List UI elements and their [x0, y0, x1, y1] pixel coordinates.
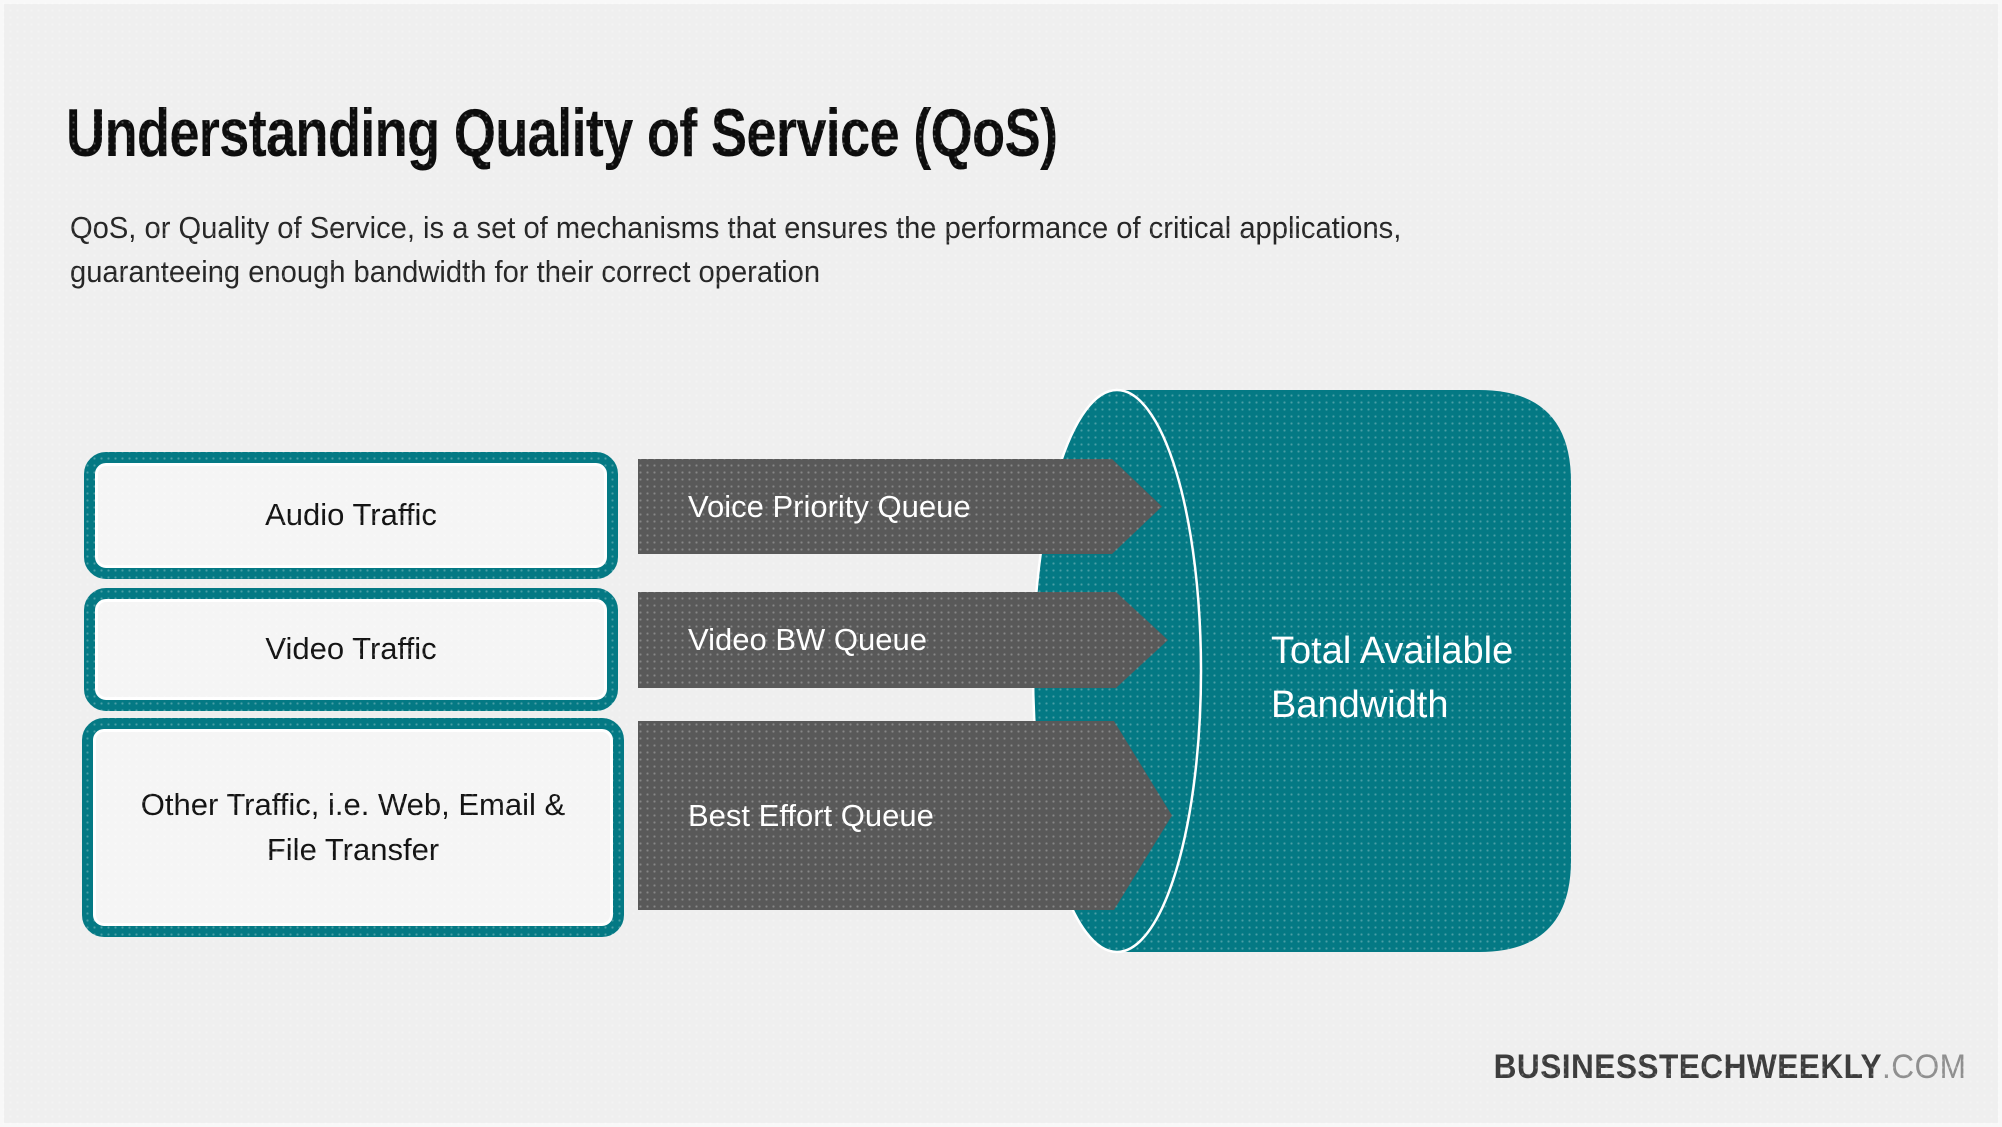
queue-arrow-video-label: Video BW Queue	[688, 622, 927, 657]
slide-subtitle: QoS, or Quality of Service, is a set of …	[70, 206, 1401, 294]
traffic-box-other: Other Traffic, i.e. Web, Email & File Tr…	[82, 718, 624, 937]
arrow-polygon	[638, 592, 1168, 688]
arrow-polygon	[638, 721, 1172, 910]
cylinder-label-line-2: Bandwidth	[1271, 684, 1449, 726]
arrow-shape-voice	[638, 459, 1162, 554]
page-title: Understanding Quality of Service (QoS)	[66, 95, 1058, 171]
footer-brand-domain: .COM	[1881, 1048, 1966, 1086]
footer-brand: BUSINESSTECHWEEKLY.COM	[1493, 1048, 1966, 1087]
cylinder-label: Total Available Bandwidth	[1271, 624, 1513, 732]
queue-arrow-best-effort-label: Best Effort Queue	[688, 797, 934, 833]
traffic-box-other-label: Other Traffic, i.e. Web, Email & File Tr…	[140, 786, 566, 867]
traffic-box-video: Video Traffic	[84, 588, 618, 711]
footer-brand-name: BUSINESSTECHWEEKLY	[1493, 1048, 1882, 1086]
queue-arrow-video-bw: Video BW Queue	[638, 592, 1168, 688]
subtitle-line-2: guaranteeing enough bandwidth for their …	[70, 254, 821, 289]
queue-arrow-voice-priority: Voice Priority Queue	[638, 459, 1162, 554]
arrow-polygon	[638, 459, 1162, 554]
cylinder-body	[1117, 390, 1571, 952]
arrow-shape-video	[638, 592, 1168, 688]
traffic-box-audio: Audio Traffic	[84, 452, 618, 579]
queue-arrow-voice-label: Voice Priority Queue	[688, 488, 971, 524]
traffic-box-audio-label: Audio Traffic	[265, 497, 437, 533]
cylinder-label-line-1: Total Available	[1271, 630, 1514, 672]
arrow-shape-best-effort	[638, 721, 1172, 910]
subtitle-line-1: QoS, or Quality of Service, is a set of …	[70, 210, 1402, 245]
queue-arrow-best-effort: Best Effort Queue	[638, 721, 1172, 910]
traffic-box-video-label: Video Traffic	[265, 631, 437, 667]
